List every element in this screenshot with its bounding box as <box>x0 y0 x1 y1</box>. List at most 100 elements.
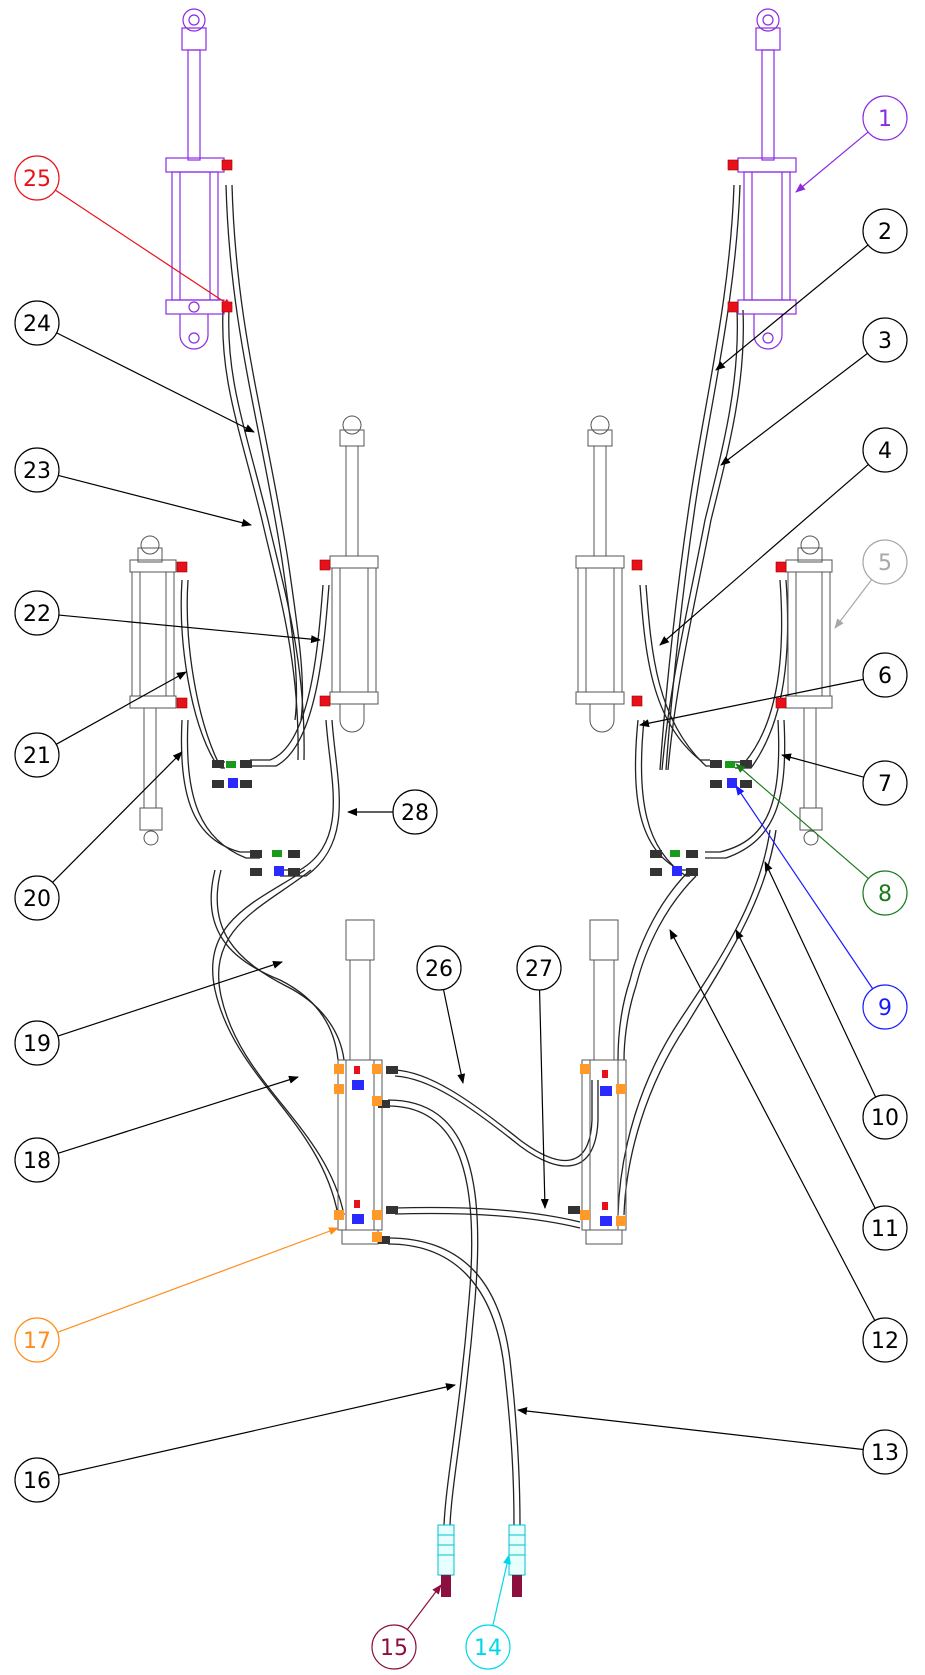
balloon-label-24: 24 <box>23 312 51 337</box>
balloon-5 <box>862 539 908 585</box>
leader-line-8 <box>735 763 869 880</box>
tee-fittings-green <box>226 761 735 857</box>
balloon-25 <box>14 155 60 201</box>
balloon-label-25: 25 <box>23 167 51 192</box>
lower-block-left <box>337 919 383 1245</box>
balloon-label-2: 2 <box>878 220 892 245</box>
balloon-28 <box>392 789 438 835</box>
coupler-16 <box>437 1524 455 1597</box>
balloon-18 <box>14 1137 60 1183</box>
fitting-red <box>176 559 331 709</box>
red-fittings-lower <box>354 1066 608 1210</box>
leader-line-7 <box>781 753 864 778</box>
balloon-21 <box>14 732 60 778</box>
cylinder-mid-left-b <box>329 415 379 733</box>
blue-fittings-lower <box>352 1080 612 1226</box>
hoses <box>180 184 789 1526</box>
balloon-11 <box>862 1205 908 1251</box>
balloon-label-3: 3 <box>878 329 892 354</box>
balloon-16 <box>14 1457 60 1503</box>
fitting-red <box>631 559 787 709</box>
balloon-label-4: 4 <box>878 439 892 464</box>
leader-line-18 <box>57 1075 299 1154</box>
balloon-label-5: 5 <box>878 551 892 576</box>
balloon-label-14: 14 <box>474 1636 502 1661</box>
hose-12 <box>617 869 697 1061</box>
tee-fittings-blue <box>228 778 737 876</box>
leader-line-1 <box>795 131 869 193</box>
balloon-label-28: 28 <box>401 801 429 826</box>
leader-line-19 <box>57 961 283 1037</box>
leader-line-15 <box>406 1584 442 1630</box>
balloon-label-27: 27 <box>525 957 553 982</box>
balloon-label-23: 23 <box>23 459 51 484</box>
leader-line-11 <box>735 929 876 1209</box>
hose-23 <box>222 309 305 761</box>
balloon-label-6: 6 <box>878 664 892 689</box>
leader-line-3 <box>720 352 868 466</box>
hose-16 <box>387 1099 479 1526</box>
balloon-17 <box>14 1317 60 1363</box>
balloon-label-16: 16 <box>23 1469 51 1494</box>
balloon-label-13: 13 <box>871 1441 899 1466</box>
balloon-22 <box>14 590 60 636</box>
hose-11 <box>617 829 777 1216</box>
balloon-6 <box>862 652 908 698</box>
leader-line-16 <box>58 1383 456 1476</box>
hose-27 <box>394 1206 581 1229</box>
balloon-27 <box>516 945 562 991</box>
balloon-14 <box>465 1624 511 1670</box>
cylinder-mid-right-a <box>575 415 625 733</box>
cylinder-mid-left-a <box>129 535 177 846</box>
balloon-label-1: 1 <box>878 107 892 132</box>
balloon-label-19: 19 <box>23 1032 51 1057</box>
leader-line-12 <box>669 929 876 1321</box>
balloon-20 <box>14 875 60 921</box>
balloon-9 <box>862 984 908 1030</box>
cylinder-top-right <box>737 8 797 350</box>
cylinder-mid-right-b <box>785 535 833 846</box>
balloon-label-18: 18 <box>23 1149 51 1174</box>
balloon-label-12: 12 <box>871 1329 899 1354</box>
balloon-label-10: 10 <box>871 1106 899 1131</box>
balloon-24 <box>14 300 60 346</box>
hose-6 <box>634 719 690 877</box>
fitting-red <box>221 159 233 313</box>
hose-22 <box>250 584 330 767</box>
balloon-2 <box>862 208 908 254</box>
leader-line-26 <box>442 989 466 1084</box>
cylinder-top-left <box>165 8 225 350</box>
hose-4 <box>639 584 710 767</box>
coupler-13 <box>508 1524 526 1597</box>
hose-26 <box>394 1069 599 1167</box>
leader-line-27 <box>538 989 549 1209</box>
hose-28 <box>280 719 340 877</box>
balloon-7 <box>862 760 908 806</box>
hose-20 <box>180 719 260 859</box>
hose-24 <box>225 184 304 721</box>
hose-21 <box>180 579 225 769</box>
balloon-23 <box>14 447 60 493</box>
hose-18 <box>212 869 345 1216</box>
orange-fittings <box>334 1064 626 1242</box>
hose-10 <box>705 719 786 859</box>
hose-7 <box>735 579 789 769</box>
balloon-13 <box>862 1429 908 1475</box>
balloon-19 <box>14 1020 60 1066</box>
hose-2 <box>659 184 741 771</box>
balloon-layer: 1234567891011121314151617181920212223242… <box>14 95 908 1670</box>
balloon-label-7: 7 <box>878 772 892 797</box>
balloon-label-21: 21 <box>23 744 51 769</box>
hose-13 <box>387 1237 521 1526</box>
leader-line-17 <box>57 1227 339 1333</box>
leader-line-9 <box>735 785 874 990</box>
balloon-1 <box>862 95 908 141</box>
hose-3 <box>661 309 745 771</box>
balloon-label-9: 9 <box>878 996 892 1021</box>
balloon-label-11: 11 <box>871 1217 899 1242</box>
leader-line-4 <box>659 463 869 646</box>
balloon-4 <box>862 427 908 473</box>
leader-line-24 <box>56 332 255 433</box>
leader-line-5 <box>834 579 873 629</box>
